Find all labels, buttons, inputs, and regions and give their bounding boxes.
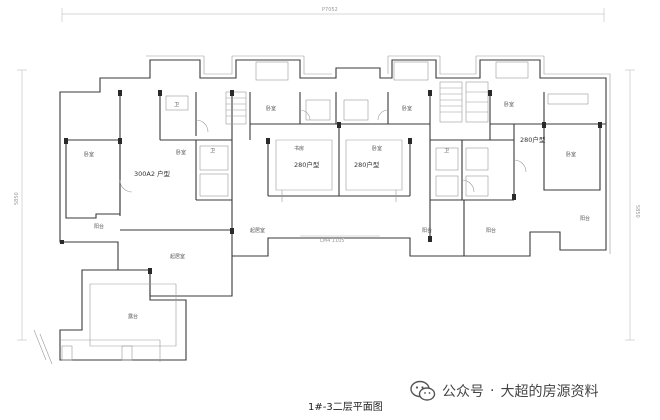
room-label: 卧室: [372, 145, 382, 152]
corridor-dimension: LM4 1105: [300, 235, 380, 244]
unit-label-c: 280户型: [520, 135, 546, 144]
door-swings: [119, 109, 527, 193]
top-dimension: P7052: [61, 7, 605, 22]
room-label: 起居室: [170, 253, 185, 260]
room-label: 卧室: [84, 151, 94, 158]
room-label: 书房: [294, 145, 304, 152]
room-label: 卧室: [176, 149, 186, 156]
room-label: 卧室: [504, 101, 514, 108]
room-label: 起居室: [250, 227, 265, 234]
room-label: 卧室: [266, 105, 276, 112]
unit-label-b1: 280户型: [294, 160, 320, 169]
left-dimension: 5850: [14, 69, 27, 341]
room-label: 卧室: [402, 105, 412, 112]
room-label: 阳台: [580, 215, 590, 222]
watermark-separator: ·: [490, 383, 495, 399]
drawing-caption: 1#-3二层平面图: [308, 402, 383, 413]
room-label: 卫: [210, 148, 215, 154]
watermark-account-name: 大超的房源资料: [500, 384, 599, 400]
room-label: 卫: [444, 148, 449, 154]
unit-label-b2: 280户型: [354, 160, 380, 169]
watermark: 公众号 · 大超的房源资料: [410, 380, 598, 402]
room-label: 卧室: [566, 151, 576, 158]
left-stair: [225, 91, 247, 125]
right-unit-walls: [429, 61, 606, 256]
structural-columns: [60, 90, 602, 274]
room-label: 露台: [128, 313, 138, 320]
watermark-account-label: 公众号: [442, 384, 484, 400]
room-labels: 卧室 卫 卧室 卧室 书房 卧室 起居室 起居室 阳台 阳台 阳台 阳台 露台 …: [84, 101, 590, 320]
room-label: 阳台: [94, 223, 104, 230]
unit-label-a: 300A2 户型: [134, 169, 171, 178]
middle-unit-walls: [249, 61, 430, 202]
right-stair: [439, 81, 489, 123]
room-label: 阳台: [422, 227, 432, 234]
room-label: 阳台: [486, 227, 496, 234]
top-dimension-text: P7052: [322, 7, 338, 13]
lower-terrace: [33, 269, 187, 365]
building-outline: [59, 55, 611, 297]
room-label: 卫: [174, 102, 179, 108]
wechat-icon: [410, 380, 436, 401]
left-dimension-text: 5850: [14, 192, 20, 205]
corridor-dimension-text: LM4 1105: [320, 238, 345, 244]
right-dimension-text: 5850: [634, 205, 640, 218]
right-dimension: 5850: [625, 69, 640, 341]
